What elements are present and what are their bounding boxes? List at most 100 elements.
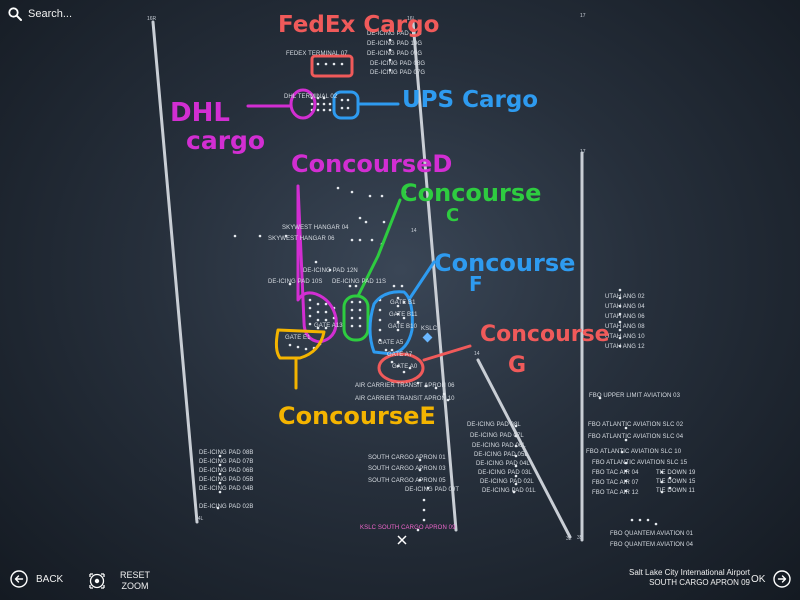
deice-09t-label[interactable]: DE-ICING PAD 09T [405, 487, 460, 493]
back-arrow-icon [10, 570, 28, 588]
fedex-annotation-box [310, 54, 354, 78]
deice-07g-label[interactable]: DE-ICING PAD 07G [370, 70, 426, 76]
utah-ang-12-label[interactable]: UTAH ANG 12 [605, 344, 645, 350]
runway-14 [476, 358, 572, 539]
deice-01l-label[interactable]: DE-ICING PAD 01L [482, 488, 536, 494]
deice-03l-label[interactable]: DE-ICING PAD 03L [478, 470, 532, 476]
concourse-g-annotation-circle [377, 352, 425, 384]
fbo-atlantic-10-label[interactable]: FBO ATLANTIC AVIATION SLC 10 [586, 449, 682, 455]
utah-ang-06-label[interactable]: UTAH ANG 06 [605, 314, 645, 320]
gate-a13-label[interactable]: GATE A13 [314, 323, 343, 329]
skywest-04-label[interactable]: SKYWEST HANGAR 04 [282, 225, 349, 231]
deice-11g-label[interactable]: DE-ICING PAD 11G [367, 31, 422, 37]
concourse-e-annotation-box [274, 328, 326, 360]
deice-02b-label[interactable]: DE-ICING PAD 02B [199, 504, 254, 510]
runway-label-17-top: 17 [580, 13, 586, 19]
fbo-quantem-01-label[interactable]: FBO QUANTEM AVIATION 01 [610, 531, 694, 537]
search-input[interactable]: Search... [28, 8, 73, 20]
reset-zoom-label-line1: RESET [120, 570, 151, 580]
reset-zoom-icon [89, 573, 105, 589]
deice-12n-label[interactable]: DE-ICING PAD 12N [303, 268, 358, 274]
deice-09g-label[interactable]: DE-ICING PAD 09G [367, 51, 423, 57]
fedex-terminal-label[interactable]: FEDEX TERMINAL 07 [286, 51, 348, 57]
deice-10g-label[interactable]: DE-ICING PAD 10G [367, 41, 423, 47]
kslc-marker-icon[interactable] [422, 332, 433, 343]
concourse-f-annotation-text-2: F [469, 272, 483, 296]
runway-label-16l: 16L [407, 16, 416, 22]
runway-16r [151, 20, 199, 524]
runway-label-17: 17 [580, 149, 586, 155]
gate-b1-label[interactable]: GATE B1 [390, 300, 416, 306]
fbo-quantem-04-label[interactable]: FBO QUANTEM AVIATION 04 [610, 542, 694, 548]
reset-zoom-label-line2: ZOOM [121, 581, 149, 591]
runway-label-14-a: 14 [411, 228, 417, 234]
kslc-label[interactable]: KSLC [421, 326, 438, 332]
air-carrier-10-label[interactable]: AIR CARRIER TRANSIT APRON 10 [355, 396, 455, 402]
search-field[interactable]: Search... [8, 5, 72, 23]
deice-10s-label[interactable]: DE-ICING PAD 10S [268, 279, 323, 285]
concourse-f-annotation-text-1: Concourse [434, 249, 576, 277]
ok-label: OK [751, 573, 766, 585]
dhl-annotation-circle [289, 88, 317, 120]
fbo-atlantic-04-label[interactable]: FBO ATLANTIC AVIATION SLC 04 [588, 434, 684, 440]
destination-marker-icon [397, 535, 407, 545]
deice-08b-label[interactable]: DE-ICING PAD 08B [199, 450, 254, 456]
deice-07b-label[interactable]: DE-ICING PAD 07B [199, 459, 254, 465]
deice-11s-label[interactable]: DE-ICING PAD 11S [332, 279, 387, 285]
skywest-06-label[interactable]: SKYWEST HANGAR 06 [268, 236, 335, 242]
deice-04b-label[interactable]: DE-ICING PAD 04B [199, 486, 254, 492]
search-icon[interactable] [8, 7, 22, 21]
back-label: BACK [36, 573, 64, 585]
runway-label-35: 35 [577, 535, 583, 541]
deice-06b-label[interactable]: DE-ICING PAD 06B [199, 468, 254, 474]
back-button[interactable]: BACK [10, 570, 63, 588]
utah-ang-10-label[interactable]: UTAH ANG 10 [605, 334, 645, 340]
gate-b11-label[interactable]: GATE B11 [389, 312, 418, 318]
forward-arrow-icon [773, 570, 792, 588]
fbo-tac-07-label[interactable]: FBO TAC AIR 07 [592, 480, 639, 486]
gate-e1-label[interactable]: GATE E1 [285, 335, 311, 341]
airport-name: Salt Lake City International Airport [629, 568, 750, 577]
air-carrier-06-label[interactable]: AIR CARRIER TRANSIT APRON 06 [355, 383, 455, 389]
airport-info: Salt Lake City International Airport SOU… [629, 568, 750, 588]
gate-a7-label[interactable]: GATE A7 [387, 352, 413, 358]
dhl-annotation-text-1: DHL [170, 98, 230, 128]
reset-zoom-button[interactable]: RESET ZOOM [88, 570, 150, 592]
utah-ang-08-label[interactable]: UTAH ANG 08 [605, 324, 645, 330]
tie-down-11-label[interactable]: TIE DOWN 11 [656, 488, 695, 494]
concourse-g-annotation-text-2: G [508, 353, 527, 378]
deice-06l-label[interactable]: DE-ICING PAD 06L [472, 443, 526, 449]
deice-08l-label[interactable]: DE-ICING PAD 08L [467, 422, 521, 428]
deice-08g-label[interactable]: DE-ICING PAD 08G [370, 61, 426, 67]
deice-07l-label[interactable]: DE-ICING PAD 07L [470, 433, 524, 439]
utah-ang-02-label[interactable]: UTAH ANG 02 [605, 294, 645, 300]
south-cargo-03-label[interactable]: SOUTH CARGO APRON 03 [368, 466, 446, 472]
gate-b10-label[interactable]: GATE B10 [388, 324, 418, 330]
fbo-upper-limit-label[interactable]: FBO UPPER LIMIT AVIATION 03 [589, 393, 681, 399]
fedex-annotation-text: FedEx Cargo [278, 12, 440, 38]
fbo-atlantic-02-label[interactable]: FBO ATLANTIC AVIATION SLC 02 [588, 422, 684, 428]
south-cargo-01-label[interactable]: SOUTH CARGO APRON 01 [368, 455, 446, 461]
runway-label-16r: 16R [147, 16, 157, 22]
ok-button[interactable]: OK [751, 570, 792, 588]
deice-04l-label[interactable]: DE-ICING PAD 04L [476, 461, 530, 467]
tie-down-19-label[interactable]: TIE DOWN 19 [656, 470, 696, 476]
deice-05b-label[interactable]: DE-ICING PAD 05B [199, 477, 254, 483]
reset-zoom-label: RESET ZOOM [120, 570, 150, 592]
fbo-tac-04-label[interactable]: FBO TAC AIR 04 [592, 470, 639, 476]
concourse-c-annotation-line [356, 198, 402, 298]
kslc-south-cargo-09-label[interactable]: KSLC SOUTH CARGO APRON 09 [360, 525, 456, 531]
south-cargo-05-label[interactable]: SOUTH CARGO APRON 05 [368, 478, 446, 484]
concourse-g-annotation-line [422, 344, 472, 362]
tie-down-15-label[interactable]: TIE DOWN 15 [656, 479, 696, 485]
utah-ang-04-label[interactable]: UTAH ANG 04 [605, 304, 645, 310]
deice-05l-label[interactable]: DE-ICING PAD 05L [474, 452, 528, 458]
runway-16l [411, 20, 458, 532]
gate-a0-label[interactable]: GATE A0 [392, 364, 418, 370]
deice-02l-label[interactable]: DE-ICING PAD 02L [480, 479, 534, 485]
fbo-atlantic-15-label[interactable]: FBO ATLANTIC AVIATION SLC 15 [592, 460, 688, 466]
dhl-terminal-label[interactable]: DHL TERMINAL 02 [284, 94, 338, 100]
gate-a5-label[interactable]: GATE A5 [378, 340, 404, 346]
fbo-tac-12-label[interactable]: FBO TAC AIR 12 [592, 490, 639, 496]
